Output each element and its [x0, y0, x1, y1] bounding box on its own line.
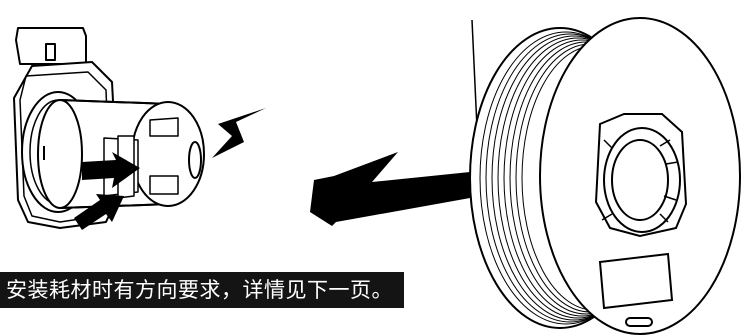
insert-arrow-icon [310, 152, 470, 226]
arrow-right-icon [82, 152, 140, 188]
filament-spool [469, 17, 741, 335]
caption-banner: 安装耗材时有方向要求，详情见下一页。 [0, 272, 404, 308]
arrow-upper-right-icon [212, 108, 266, 158]
squeeze-arrows [74, 108, 266, 230]
arrow-lower-right-icon [74, 194, 124, 230]
